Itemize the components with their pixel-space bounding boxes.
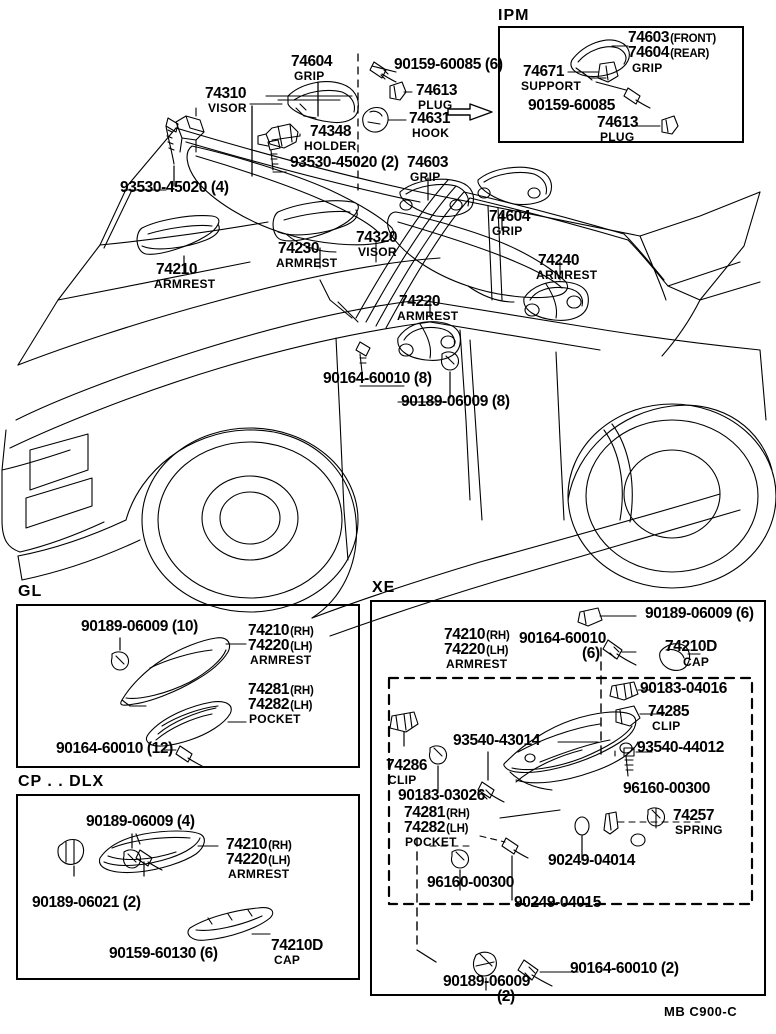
ipm-label-74613-desc: PLUG (600, 130, 635, 144)
ipm-label-74671: 74671 (523, 63, 565, 80)
cp-label-74220-desc: ARMREST (228, 867, 290, 881)
xe-label-74220-desc: ARMREST (446, 657, 508, 671)
main-label-74310-desc: VISOR (208, 101, 247, 115)
cp-label-90189-06009: 90189-06009 (4) (86, 813, 195, 830)
xe-label-90249-04015: 90249-04015 (514, 894, 601, 911)
main-label-74240-desc: ARMREST (536, 268, 598, 282)
gl-panel-box (16, 604, 360, 768)
xe-label-74281: 74281(RH) (404, 804, 470, 821)
xe-label-93540-43014: 93540-43014 (453, 732, 540, 749)
main-label-90159-60085: 90159-60085 (6) (394, 56, 503, 73)
xe-label-74286: 74286 (386, 757, 428, 774)
cp-label-74210D: 74210D (271, 937, 323, 954)
main-label-74348-desc: HOLDER (304, 139, 357, 153)
gl-label-90189-06009: 90189-06009 (10) (81, 618, 198, 635)
xe-label-96160-00300-a: 96160-00300 (623, 780, 710, 797)
xe-label-90183-03026: 90183-03026 (398, 787, 485, 804)
xe-label-74285: 74285 (648, 703, 690, 720)
ipm-label-74613: 74613 (597, 114, 639, 131)
xe-label-90189-06009-2: 90189-06009 (443, 973, 530, 990)
main-label-74613-desc: PLUG (418, 98, 453, 112)
main-label-74230-desc: ARMREST (276, 256, 338, 270)
main-label-74604: 74604 (291, 53, 333, 70)
xe-label-90249-04014: 90249-04014 (548, 852, 635, 869)
xe-label-90164-60010-6-qty: (6) (582, 645, 600, 662)
xe-panel-box (370, 600, 766, 996)
main-label-74603-desc: GRIP (410, 170, 441, 184)
cp-label-74210D-desc: CAP (274, 953, 301, 967)
gl-label-90164-60010: 90164-60010 (12) (56, 740, 173, 757)
main-label-93530-45020-4: 93530-45020 (4) (120, 179, 229, 196)
ipm-label-74604: 74604(REAR) (628, 44, 710, 61)
xe-label-74210: 74210(RH) (444, 626, 510, 643)
xe-label-74257: 74257 (673, 807, 715, 824)
gl-label-74220: 74220(LH) (248, 637, 313, 654)
cp-label-90159-60130: 90159-60130 (6) (109, 945, 218, 962)
xe-label-90189-06009-6: 90189-06009 (6) (645, 605, 754, 622)
xe-label-74282-desc: POCKET (405, 835, 457, 849)
cp-label-90189-06021: 90189-06021 (2) (32, 894, 141, 911)
main-label-74220-desc: ARMREST (397, 309, 459, 323)
main-label-74348: 74348 (310, 123, 352, 140)
ipm-panel-box (498, 26, 744, 143)
xe-label-74285-desc: CLIP (652, 719, 681, 733)
main-label-74604-b-desc: GRIP (492, 224, 523, 238)
xe-label-90189-06009-2-qty: (2) (497, 988, 515, 1005)
main-label-90189-06009: 90189-06009 (8) (401, 393, 510, 410)
main-label-74210-desc: ARMREST (154, 277, 216, 291)
xe-label-74282: 74282(LH) (404, 819, 469, 836)
panel-title-xe: XE (372, 579, 396, 596)
xe-label-93540-44012: 93540-44012 (637, 739, 724, 756)
panel-title-gl: GL (18, 583, 43, 600)
main-label-74631: 74631 (409, 110, 451, 127)
xe-label-74286-desc: CLIP (388, 773, 417, 787)
main-label-74230: 74230 (278, 240, 320, 257)
cp-label-74220: 74220(LH) (226, 851, 291, 868)
xe-label-74257-desc: SPRING (675, 823, 723, 837)
gl-label-74210: 74210(RH) (248, 622, 314, 639)
main-label-74603: 74603 (407, 154, 449, 171)
xe-label-74210D: 74210D (665, 638, 717, 655)
xe-label-90164-60010-6: 90164-60010 (519, 630, 606, 647)
main-label-74210: 74210 (156, 261, 198, 278)
main-label-74310: 74310 (205, 85, 247, 102)
xe-label-96160-00300-b: 96160-00300 (427, 874, 514, 891)
panel-title-cp-dlx: CP . . DLX (18, 773, 105, 790)
cp-label-74210: 74210(RH) (226, 836, 292, 853)
footer-code: MB C900-C (664, 1004, 738, 1019)
main-label-74220: 74220 (399, 293, 441, 310)
main-label-74613: 74613 (416, 82, 458, 99)
main-label-74604-b: 74604 (489, 208, 531, 225)
ipm-label-90159-60085: 90159-60085 (528, 97, 615, 114)
ipm-label-74603: 74603(FRONT) (628, 29, 716, 46)
main-label-74320-desc: VISOR (358, 245, 397, 259)
panel-title-ipm: IPM (498, 7, 530, 24)
main-label-74320: 74320 (356, 229, 398, 246)
cp-dlx-panel-box (16, 794, 360, 980)
gl-label-74282-desc: POCKET (249, 712, 301, 726)
xe-label-90183-04016: 90183-04016 (640, 680, 727, 697)
main-label-90164-60010: 90164-60010 (8) (323, 370, 432, 387)
gl-label-74220-desc: ARMREST (250, 653, 312, 667)
main-label-74604-desc: GRIP (294, 69, 325, 83)
ipm-label-74604-desc: GRIP (632, 61, 663, 75)
gl-label-74281: 74281(RH) (248, 681, 314, 698)
main-label-93530-45020-2: 93530-45020 (2) (290, 154, 399, 171)
xe-label-90164-60010-2: 90164-60010 (2) (570, 960, 679, 977)
main-label-74240: 74240 (538, 252, 580, 269)
ipm-label-74671-desc: SUPPORT (521, 79, 582, 93)
main-label-74631-desc: HOOK (412, 126, 450, 140)
xe-label-74220: 74220(LH) (444, 641, 509, 658)
gl-label-74282: 74282(LH) (248, 696, 313, 713)
xe-label-74210D-desc: CAP (683, 655, 710, 669)
